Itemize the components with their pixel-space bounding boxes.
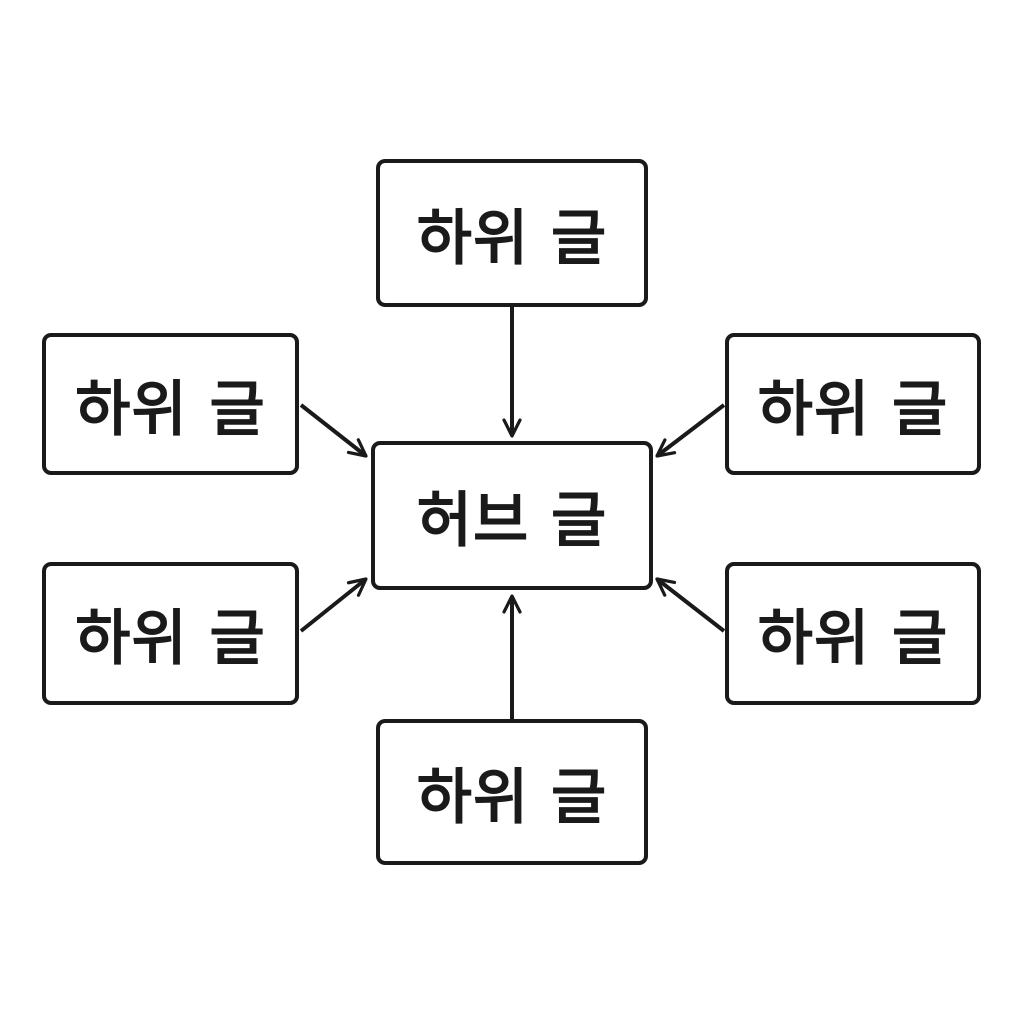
subpost-node-bottom: 하위 글 xyxy=(376,719,648,865)
subpost-node-upper-left: 하위 글 xyxy=(42,333,299,475)
arrow-lower-right-to-hub xyxy=(655,577,726,633)
arrow-upper-right-to-hub xyxy=(655,403,726,458)
subpost-label: 하위 글 xyxy=(757,374,949,445)
hub-post-label: 허브 글 xyxy=(416,486,608,556)
subpost-label: 하위 글 xyxy=(75,374,266,445)
arrow-upper-left-to-hub xyxy=(299,403,368,458)
subpost-node-top: 하위 글 xyxy=(376,159,648,307)
subpost-node-lower-right: 하위 글 xyxy=(725,562,981,705)
subpost-label: 하위 글 xyxy=(416,203,608,274)
subpost-label: 하위 글 xyxy=(416,762,608,833)
subpost-node-lower-left: 하위 글 xyxy=(42,562,299,705)
hub-post-node: 허브 글 xyxy=(371,441,653,590)
arrow-lower-left-to-hub xyxy=(299,577,368,633)
subpost-label: 하위 글 xyxy=(75,604,266,674)
subpost-label: 하위 글 xyxy=(757,604,949,674)
subpost-node-upper-right: 하위 글 xyxy=(725,333,981,475)
